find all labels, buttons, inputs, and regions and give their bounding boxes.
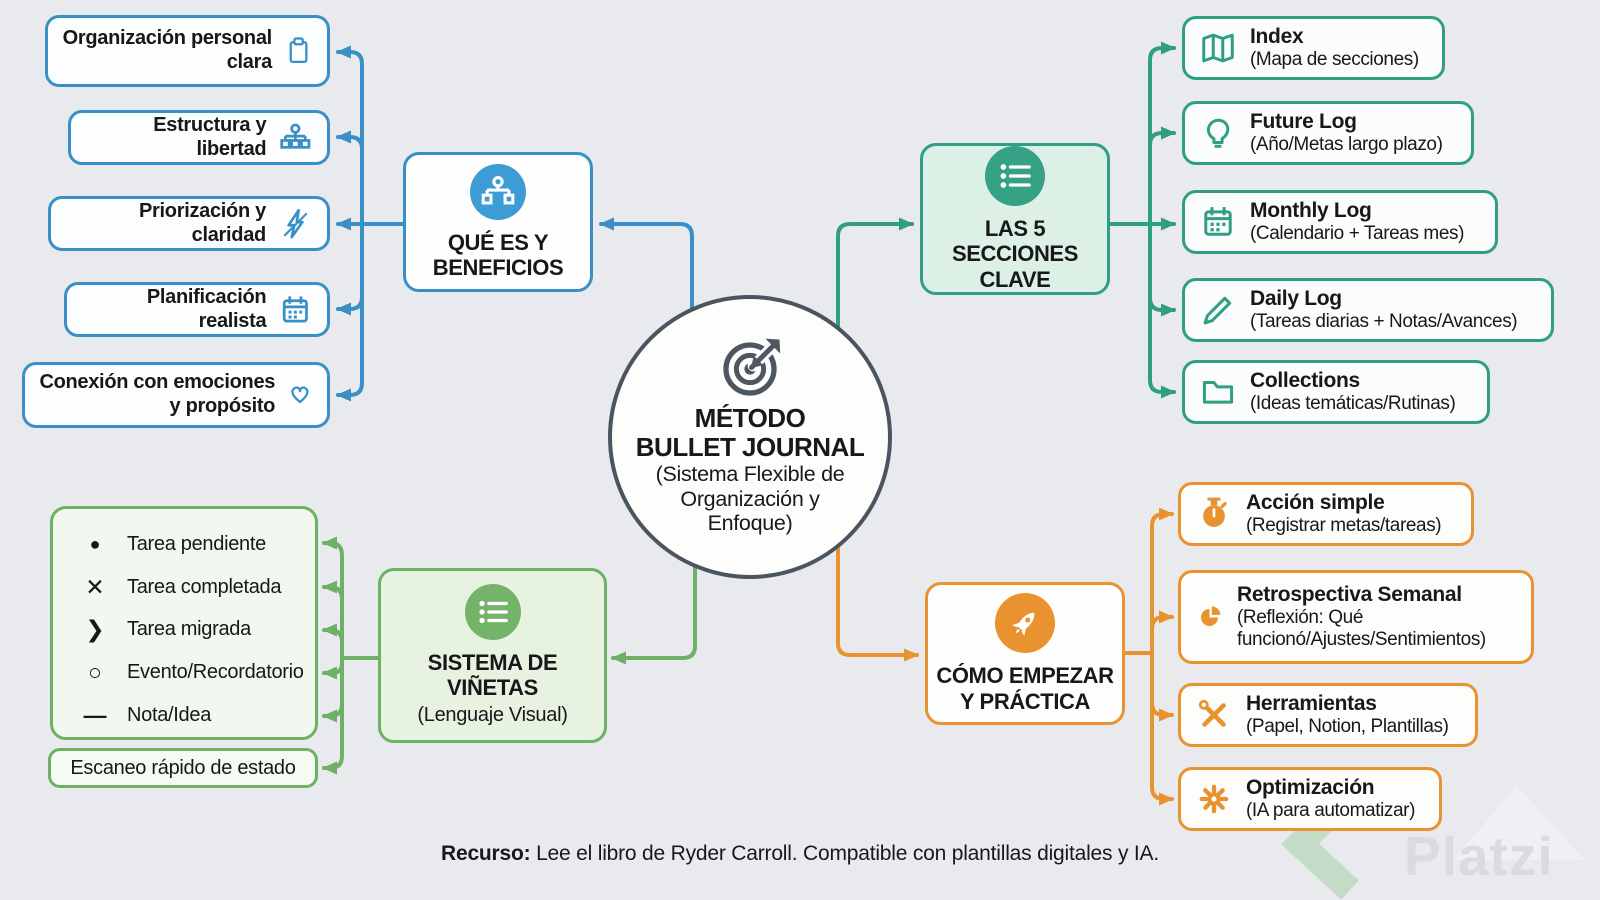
section-item-index: Index (Mapa de secciones) [1182, 16, 1445, 80]
section-item-daily-log: Daily Log (Tareas diarias + Notas/Avance… [1182, 278, 1554, 342]
section-subtitle: (Tareas diarias + Notas/Avances) [1250, 311, 1518, 333]
folder-icon [1202, 381, 1234, 404]
resource-caption: Recurso: Lee el libro de Ryder Carroll. … [0, 842, 1600, 866]
practice-subtitle: (IA para automatizar) [1246, 800, 1416, 822]
legend-row-migrada: ❯ Tarea migrada [79, 609, 315, 652]
section-title: Daily Log [1250, 287, 1342, 310]
node-que-es-y-beneficios: QUÉ ES Y BENEFICIOS [403, 152, 593, 292]
resource-caption-text: Lee el libro de Ryder Carroll. Compatibl… [530, 842, 1159, 865]
section-title: Index [1250, 25, 1304, 48]
list-icon [985, 146, 1045, 207]
practice-subtitle: (Reflexión: Qué funcionó/Ajustes/Sentimi… [1237, 607, 1486, 651]
section-subtitle: (Ideas temáticas/Rutinas) [1250, 393, 1456, 415]
platzi-mountain-shape [1453, 786, 1585, 860]
central-title: MÉTODO BULLET JOURNAL [635, 402, 865, 462]
sitemap-icon [470, 163, 526, 220]
node-title: SISTEMA DE VIÑETAS [427, 649, 558, 700]
practice-item-optimizacion: Optimización (IA para automatizar) [1178, 767, 1442, 831]
map-icon [1202, 33, 1234, 63]
benefit-label: Estructura y libertad [153, 113, 267, 160]
benefit-item-organizacion: Organización personal clara [45, 15, 330, 87]
section-subtitle: (Mapa de secciones) [1250, 49, 1419, 71]
resource-caption-prefix: Recurso: [441, 842, 531, 865]
bullet-legend: ● Tarea pendiente ✕ Tarea completada ❯ T… [50, 506, 318, 740]
node-sistema-de-vinetas: SISTEMA DE VIÑETAS (Lenguaje Visual) [378, 568, 607, 743]
node-subtitle: (Lenguaje Visual) [417, 704, 568, 727]
tools-icon [1198, 699, 1226, 727]
calendar-icon [283, 295, 309, 323]
practice-item-herramientas: Herramientas (Papel, Notion, Plantillas) [1178, 683, 1478, 747]
list-icon [464, 583, 521, 640]
benefit-label: Priorización y claridad [139, 199, 266, 246]
gear-icon [1199, 784, 1229, 814]
clipboard-icon [289, 37, 308, 64]
stopwatch-icon [1203, 497, 1227, 527]
practice-item-retrospectiva: Retrospectiva Semanal (Reflexión: Qué fu… [1178, 570, 1534, 664]
platzi-watermark: Platzi [1404, 825, 1554, 887]
x-symbol: ✕ [85, 573, 105, 600]
benefit-item-planificacion: Planificación realista [64, 282, 330, 337]
section-item-monthly-log: Monthly Log (Calendario + Tareas mes) [1182, 190, 1498, 254]
benefit-item-conexion: Conexión con emociones y propósito [22, 362, 330, 428]
node-como-empezar-y-practica: CÓMO EMPEZAR Y PRÁCTICA [925, 582, 1125, 725]
section-title: Monthly Log [1250, 199, 1372, 222]
chevron-right-symbol: ❯ [85, 616, 105, 643]
calendar-icon [1204, 207, 1232, 236]
rocket-icon [995, 593, 1055, 654]
legend-row-evento: ○ Evento/Recordatorio [79, 651, 315, 694]
section-item-future-log: Future Log (Año/Metas largo plazo) [1182, 101, 1474, 165]
dash-symbol: — [83, 702, 107, 729]
node-title: CÓMO EMPEZAR Y PRÁCTICA [936, 663, 1114, 714]
practice-item-accion-simple: Acción simple (Registrar metas/tareas) [1178, 482, 1474, 546]
legend-row-pendiente: ● Tarea pendiente [79, 523, 315, 566]
pie-chart-icon [1201, 606, 1221, 627]
escaneo-rapido-box: Escaneo rápido de estado [48, 748, 318, 788]
practice-subtitle: (Registrar metas/tareas) [1246, 515, 1442, 537]
practice-title: Acción simple [1246, 491, 1385, 514]
bolt-icon [283, 208, 308, 238]
section-item-collections: Collections (Ideas temáticas/Rutinas) [1182, 360, 1490, 424]
benefit-item-estructura: Estructura y libertad [68, 110, 330, 165]
benefit-label: Conexión con emociones y propósito [39, 371, 276, 417]
central-subtitle: (Sistema Flexible de Organización y Enfo… [655, 462, 845, 536]
section-title: Collections [1250, 369, 1360, 392]
practice-title: Retrospectiva Semanal [1237, 583, 1462, 607]
benefit-label: Planificación realista [146, 285, 267, 332]
lightbulb-icon [1206, 118, 1230, 148]
central-topic: MÉTODO BULLET JOURNAL (Sistema Flexible … [608, 295, 892, 579]
section-subtitle: (Año/Metas largo plazo) [1250, 134, 1443, 156]
heart-icon [291, 386, 309, 404]
practice-subtitle: (Papel, Notion, Plantillas) [1246, 716, 1449, 738]
benefit-item-priorizacion: Priorización y claridad [48, 196, 330, 251]
legend-row-completada: ✕ Tarea completada [79, 566, 315, 609]
pencil-icon [1203, 296, 1232, 325]
node-las-5-secciones-clave: LAS 5 SECCIONES CLAVE [920, 143, 1110, 295]
section-title: Future Log [1250, 110, 1357, 133]
practice-title: Optimización [1246, 776, 1375, 799]
benefit-label: Organización personal clara [62, 27, 273, 73]
target-icon [723, 338, 781, 396]
map-structure-icon [280, 123, 311, 149]
circle-symbol: ○ [88, 659, 102, 686]
node-title: LAS 5 SECCIONES CLAVE [952, 216, 1078, 292]
node-title: QUÉ ES Y BENEFICIOS [432, 229, 564, 280]
bullet-dot-symbol: ● [89, 534, 101, 555]
section-subtitle: (Calendario + Tareas mes) [1250, 223, 1465, 245]
practice-title: Herramientas [1246, 692, 1377, 715]
legend-row-nota: — Nota/Idea [79, 694, 315, 737]
